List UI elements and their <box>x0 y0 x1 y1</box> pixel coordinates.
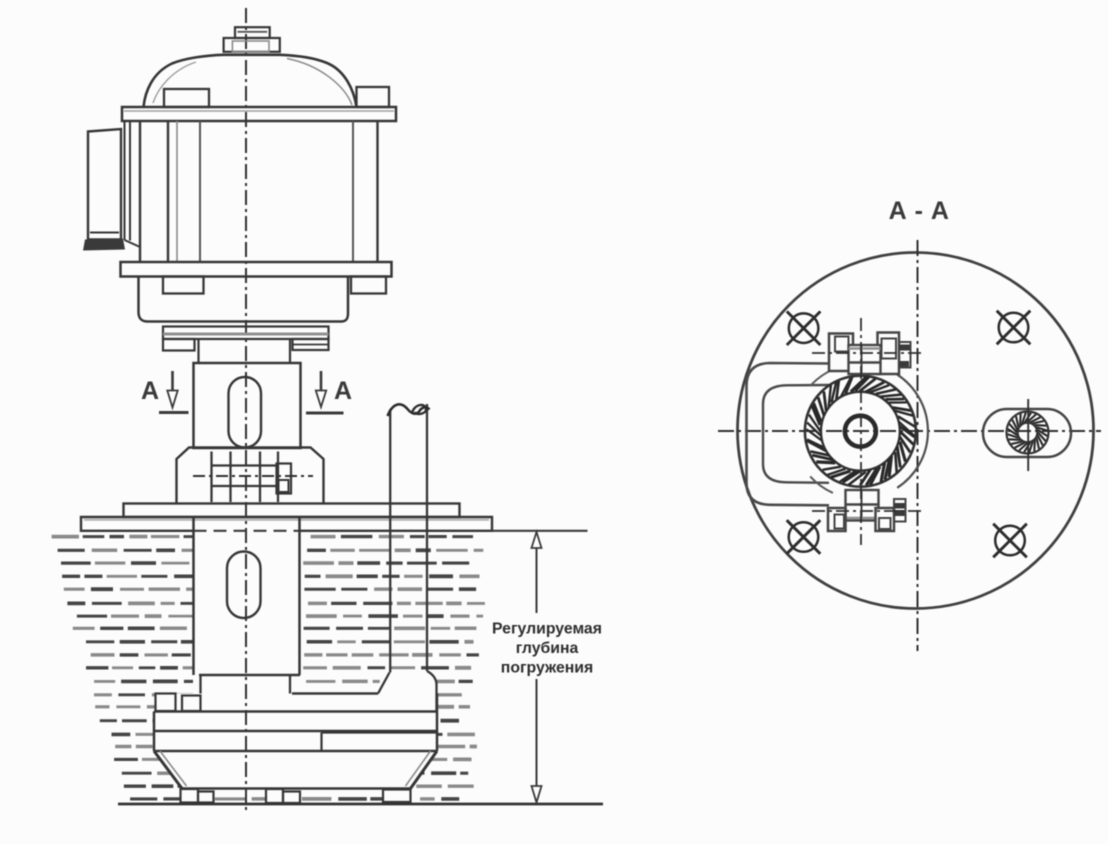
svg-text:A: A <box>141 377 159 405</box>
svg-text:A: A <box>334 377 352 405</box>
svg-text:А - А: А - А <box>889 197 950 225</box>
svg-text:глубина: глубина <box>516 640 579 657</box>
svg-text:Регулируемая: Регулируемая <box>492 621 602 638</box>
svg-text:погружения: погружения <box>501 660 593 677</box>
